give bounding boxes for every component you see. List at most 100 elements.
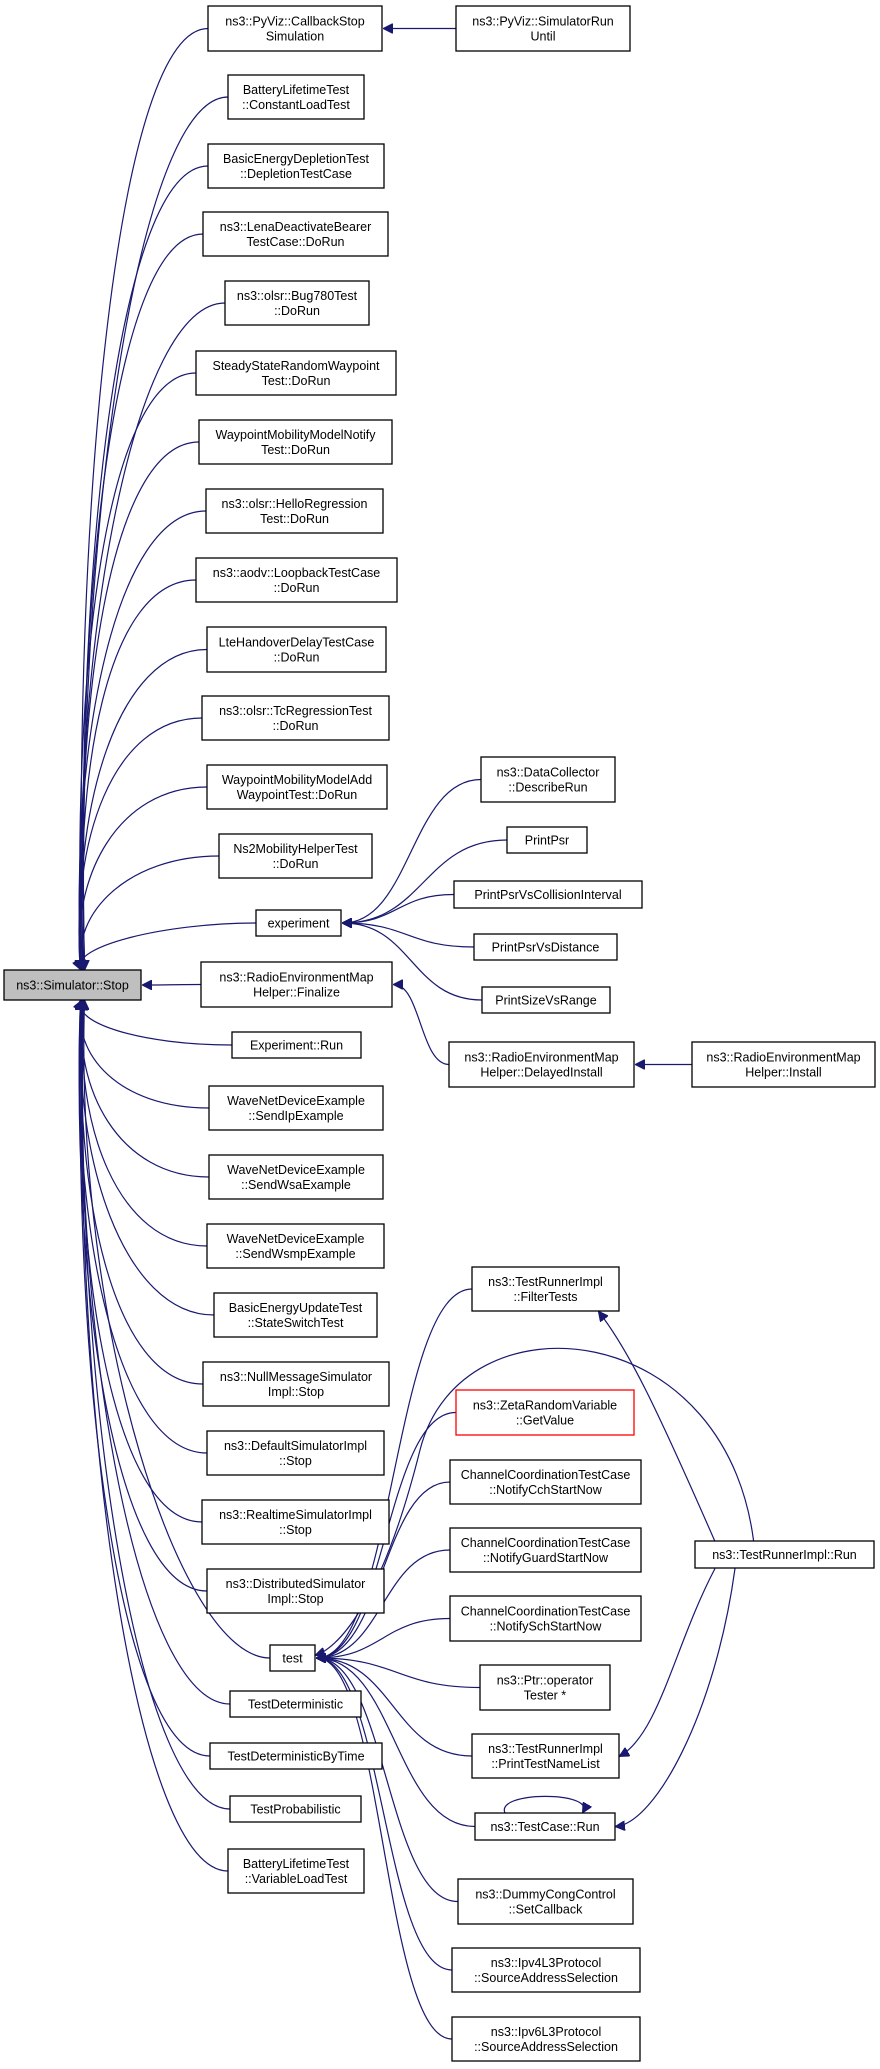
node-label-line: WaveNetDeviceExample [227,1232,365,1246]
node-label-line: ::SetCallback [509,1903,583,1917]
node-cchstart[interactable]: ChannelCoordinationTestCase::NotifyCchSt… [449,1459,642,1505]
node-box [201,695,390,741]
edge-runnerrun-to-testcaserun [616,1568,736,1827]
node-test[interactable]: test [269,1644,316,1672]
node-guardstart[interactable]: ChannelCoordinationTestCase::NotifyGuard… [449,1527,642,1573]
node-describerun[interactable]: ns3::DataCollector::DescribeRun [480,756,616,803]
node-defaultsim[interactable]: ns3::DefaultSimulatorImpl::Stop [206,1430,385,1476]
node-printpsrcoll[interactable]: PrintPsrVsCollisionInterval [453,880,643,909]
node-label-line: ::SendWsmpExample [235,1247,355,1261]
edge-printpsrcoll-to-experiment [343,893,455,924]
node-label-line: ChannelCoordinationTestCase [461,1536,631,1550]
node-label-line: ns3::PyViz::SimulatorRun [472,15,614,29]
node-box [480,756,616,803]
node-wpadd[interactable]: WaypointMobilityModelAddWaypointTest::Do… [206,764,388,810]
edge-remdelayed-to-remfinalize [394,985,450,1066]
node-loopback[interactable]: ns3::aodv::LoopbackTestCase::DoRun [195,557,398,603]
node-box [449,1459,642,1505]
node-sendwsa[interactable]: WaveNetDeviceExample::SendWsaExample [208,1154,384,1200]
node-label-line: ns3::Ipv6L3Protocol [491,2025,602,2039]
edge-filtertests-to-test [317,1288,473,1658]
node-sendwsmp[interactable]: WaveNetDeviceExample::SendWsmpExample [206,1223,385,1269]
node-label-line: TestDeterministicByTime [227,1750,364,1764]
node-ns2mob[interactable]: Ns2MobilityHelperTest::DoRun [218,833,373,879]
edge-hello-to-root [79,510,207,969]
node-label-line: ::ConstantLoadTest [242,98,350,112]
node-runnerrun[interactable]: ns3::TestRunnerImpl::Run [694,1540,875,1569]
node-box [227,1848,365,1894]
node-label-line: Tester * [524,1689,567,1703]
node-printsize[interactable]: PrintSizeVsRange [481,986,611,1014]
edge-nullmsg-to-root [81,1001,204,1385]
edge-describerun-to-experiment [343,778,482,924]
node-box [471,1266,620,1312]
node-box [455,1389,635,1436]
node-testprob[interactable]: TestProbabilistic [229,1795,362,1823]
node-box [229,1795,362,1823]
node-depletion[interactable]: BasicEnergyDepletionTest::DepletionTestC… [207,143,385,189]
node-label-line: ns3::DistributedSimulator [226,1577,366,1591]
node-label-line: BasicEnergyDepletionTest [223,152,369,166]
node-exprun[interactable]: Experiment::Run [231,1031,362,1059]
node-label-line: PrintSizeVsRange [495,994,596,1008]
node-label-line: ::VariableLoadTest [245,1872,348,1886]
edge-printpsr-to-experiment [343,839,508,923]
node-printpsr[interactable]: PrintPsr [506,826,588,854]
node-label-line: WaypointMobilityModelAdd [222,773,372,787]
edge-ptrop-to-test [317,1658,481,1689]
node-varload[interactable]: BatteryLifetimeTest::VariableLoadTest [227,1848,365,1894]
node-testdet[interactable]: TestDeterministic [229,1690,362,1718]
node-testdettime[interactable]: TestDeterministicByTime [209,1742,383,1770]
node-remdelayed[interactable]: ns3::RadioEnvironmentMapHelper::DelayedI… [448,1041,635,1088]
node-tcreg[interactable]: ns3::olsr::TcRegressionTest::DoRun [201,695,390,741]
node-box [207,143,385,189]
node-ipv6src[interactable]: ns3::Ipv6L3Protocol::SourceAddressSelect… [451,2016,641,2062]
node-label-line: ns3::olsr::Bug780Test [237,289,358,303]
node-box [208,1085,384,1131]
node-sendip[interactable]: WaveNetDeviceExample::SendIpExample [208,1085,384,1131]
node-dummycong[interactable]: ns3::DummyCongControl::SetCallback [457,1878,634,1925]
node-label-line: TestDeterministic [248,1698,343,1712]
node-realtimesim[interactable]: ns3::RealtimeSimulatorImpl::Stop [201,1499,390,1545]
edge-runnerrun-to-printtestname [620,1568,716,1757]
node-box [227,74,365,120]
node-label-line: ns3::NullMessageSimulator [220,1370,372,1384]
edge-wpadd-to-root [79,786,208,969]
node-label-line: test [282,1652,303,1666]
edge-distribsim-to-root [79,1001,208,1592]
node-label-line: ::DoRun [274,581,320,595]
node-stateswitch[interactable]: BasicEnergyUpdateTest::StateSwitchTest [213,1292,378,1338]
node-constload[interactable]: BatteryLifetimeTest::ConstantLoadTest [227,74,365,120]
node-ipv4src[interactable]: ns3::Ipv4L3Protocol::SourceAddressSelect… [451,1947,641,1993]
node-schstart[interactable]: ChannelCoordinationTestCase::NotifySchSt… [449,1595,642,1642]
node-box [218,833,373,879]
node-label-line: ns3::DefaultSimulatorImpl [224,1439,367,1453]
edge-dummycong-to-test [317,1658,459,1903]
node-label-line: ns3::Ptr::operator [497,1674,594,1688]
node-experiment[interactable]: experiment [255,909,342,937]
node-ltehandover[interactable]: LteHandoverDelayTestCase::DoRun [206,626,387,673]
node-printpsrdist[interactable]: PrintPsrVsDistance [473,933,618,961]
edge-loopback-to-root [82,579,197,969]
node-filtertests[interactable]: ns3::TestRunnerImpl::FilterTests [471,1266,620,1312]
node-bug780[interactable]: ns3::olsr::Bug780Test::DoRun [224,280,370,326]
node-printtestname[interactable]: ns3::TestRunnerImpl::PrintTestNameList [471,1733,620,1779]
node-label-line: ns3::olsr::TcRegressionTest [219,704,372,718]
node-box [207,5,383,52]
node-testcaserun[interactable]: ns3::TestCase::Run [474,1812,616,1841]
node-zeta[interactable]: ns3::ZetaRandomVariable::GetValue [455,1389,635,1436]
node-label-line: Impl::Stop [267,1592,323,1606]
node-root[interactable]: ns3::Simulator::Stop [3,969,142,1001]
node-label-line: ns3::RadioEnvironmentMap [464,1051,618,1065]
